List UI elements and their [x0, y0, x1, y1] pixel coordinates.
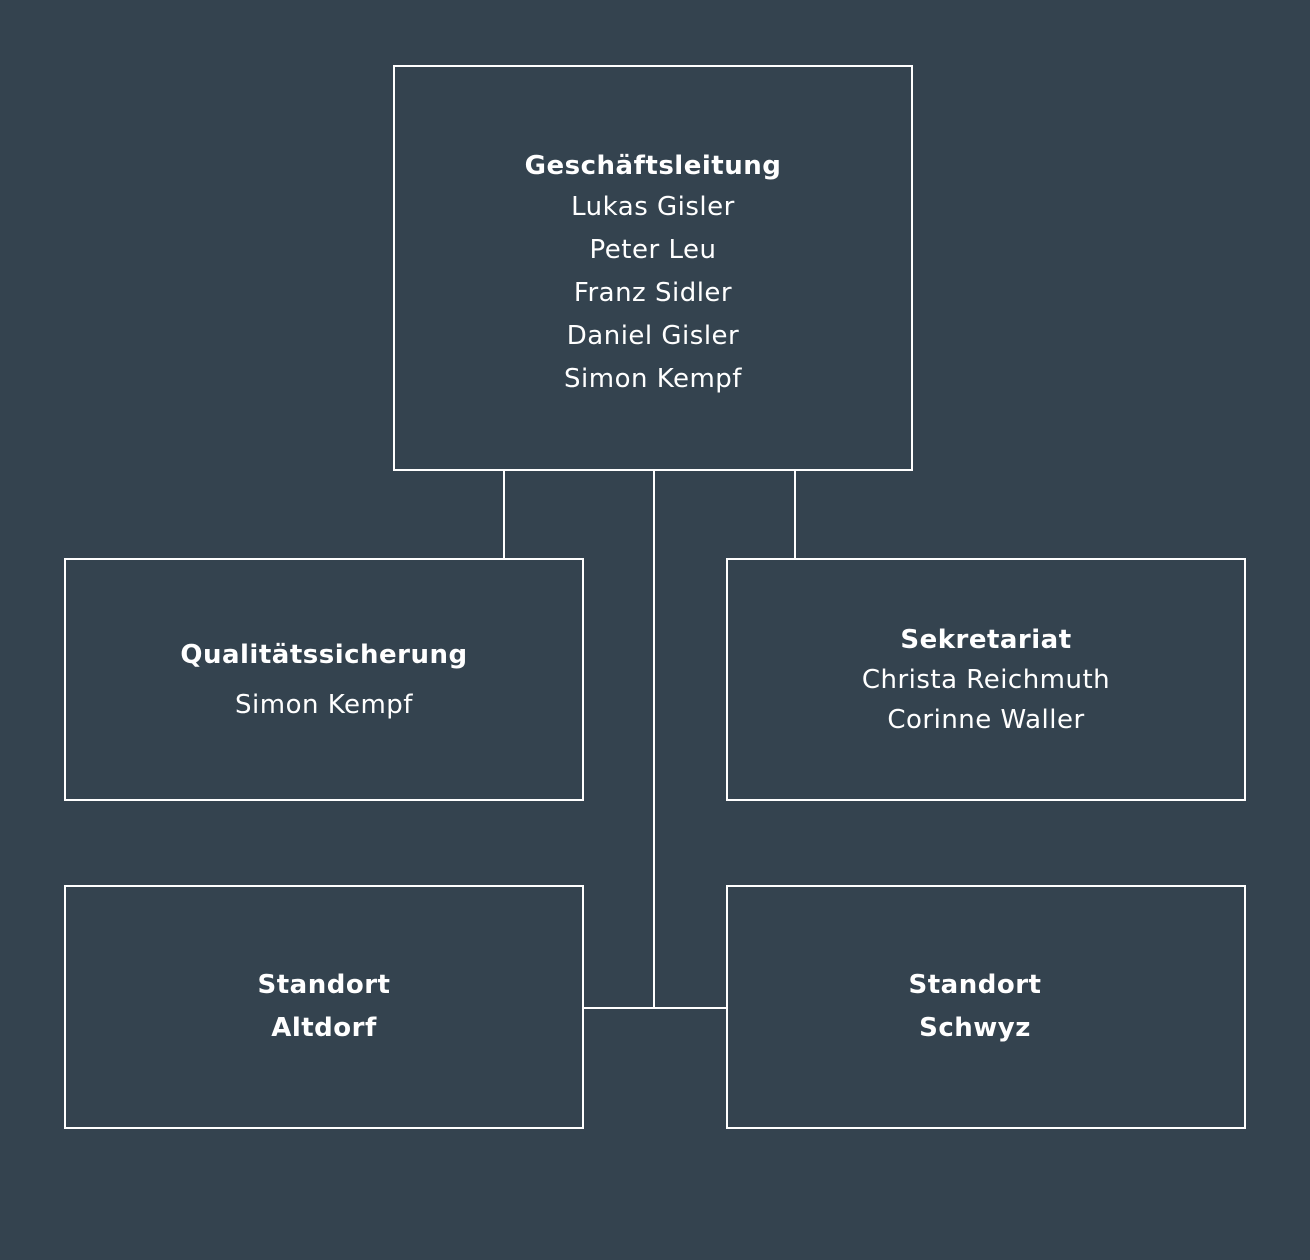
management-member: Peter Leu — [589, 234, 717, 265]
management-box: Geschäftsleitung Lukas Gisler Peter Leu … — [393, 65, 913, 471]
management-title: Geschäftsleitung — [524, 150, 782, 181]
management-member: Franz Sidler — [573, 277, 733, 308]
location-schwyz-title-line1: Standort — [908, 970, 1042, 1000]
management-member: Daniel Gisler — [566, 320, 740, 351]
secretariat-box: Sekretariat Christa Reichmuth Corinne Wa… — [726, 558, 1246, 801]
location-schwyz-title-line2: Schwyz — [919, 1013, 1031, 1043]
management-member: Lukas Gisler — [571, 191, 735, 222]
connector-management-to-secretariat — [794, 471, 796, 559]
quality-member: Simon Kempf — [235, 689, 413, 720]
connector-management-to-locations — [653, 471, 655, 1009]
secretariat-title: Sekretariat — [900, 624, 1072, 655]
quality-title: Qualitätssicherung — [180, 639, 468, 670]
location-schwyz-box: Standort Schwyz — [726, 885, 1246, 1129]
location-altdorf-title-line2: Altdorf — [271, 1013, 377, 1043]
secretariat-member: Corinne Waller — [887, 704, 1085, 735]
location-altdorf-box: Standort Altdorf — [64, 885, 584, 1129]
connector-locations-horizontal — [584, 1007, 726, 1009]
connector-management-to-quality — [503, 471, 505, 559]
quality-box: Qualitätssicherung Simon Kempf — [64, 558, 584, 801]
location-altdorf-title-line1: Standort — [257, 970, 391, 1000]
management-member: Simon Kempf — [564, 363, 742, 394]
location-schwyz-label: Standort Schwyz — [909, 964, 1042, 1050]
secretariat-member: Christa Reichmuth — [861, 664, 1111, 695]
